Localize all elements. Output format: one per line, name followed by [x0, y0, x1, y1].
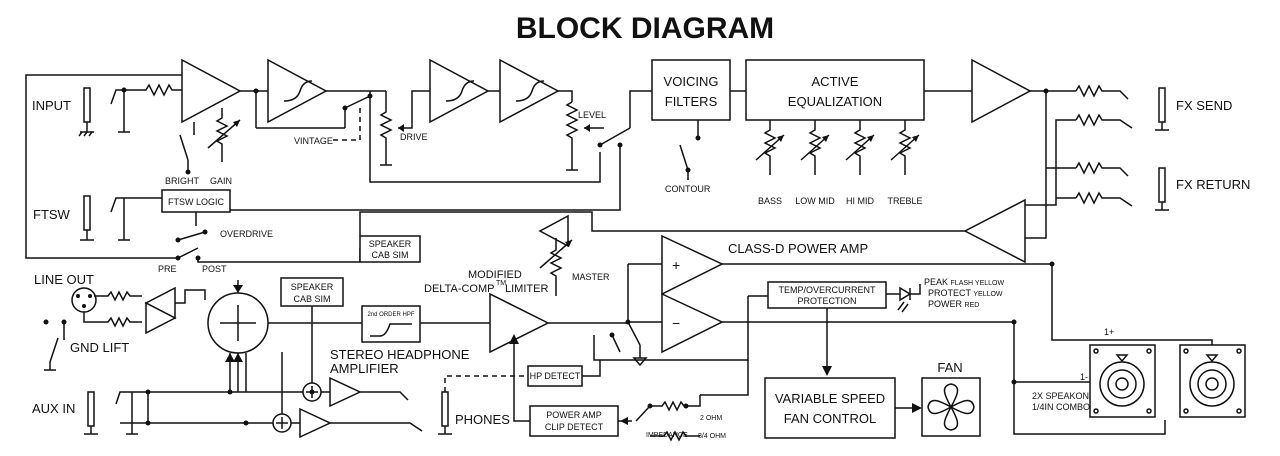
speaker-cab-sim-1-label-1: SPEAKER — [369, 239, 412, 249]
master-pot — [549, 238, 563, 296]
preamp-stage-1 — [181, 58, 242, 124]
active-eq-label-1: ACTIVE — [812, 74, 859, 89]
temp-protection-box — [767, 281, 887, 309]
level-label: LEVEL — [578, 110, 606, 120]
active-eq-label-2: EQUALIZATION — [788, 94, 882, 109]
overdrive-label: OVERDRIVE — [220, 229, 273, 239]
status-led — [899, 286, 912, 302]
master-buffer — [538, 214, 569, 248]
eq-pots — [755, 120, 920, 175]
hp-amp-left — [329, 376, 362, 408]
speakon-label-1: 2X SPEAKON — [1032, 391, 1089, 401]
speaker-cab-sim-2 — [280, 277, 344, 307]
protect-label: PROTECT YELLOW — [928, 288, 1003, 298]
fx-send-label: FX SEND — [1176, 98, 1232, 113]
tm-label: TM — [496, 280, 506, 287]
hpf-label: 2nd ORDER HPF — [367, 312, 414, 318]
power-label: POWER RED — [928, 299, 979, 309]
clip-detect-label-1: POWER AMP — [546, 410, 602, 420]
ftsw-logic-label: FTSW LOGIC — [168, 197, 225, 207]
delta-comp-limiter — [489, 292, 550, 354]
stereo-hp-label-1: STEREO HEADPHONE — [330, 347, 470, 362]
fx-return-label: FX RETURN — [1176, 177, 1250, 192]
input-jack — [78, 87, 94, 137]
class-d-amp-minus — [661, 292, 724, 354]
vintage-label: VINTAGE — [294, 136, 333, 146]
delta-comp-label: DELTA-COMP — [424, 283, 495, 295]
stereo-hp-label-2: AMPLIFIER — [330, 361, 399, 376]
limiter-label: LIMITER — [505, 283, 548, 295]
voicing-label-2: FILTERS — [665, 94, 718, 109]
line-out-driver-bottom — [145, 301, 177, 335]
speaker-cab-sim-2-label-1: SPEAKER — [291, 282, 334, 292]
speaker-cab-sim-2-label-2: CAB SIM — [293, 294, 330, 304]
amp-plus-sign: + — [672, 257, 680, 273]
input-resistor — [130, 83, 182, 97]
fan-label: FAN — [937, 360, 962, 375]
hi-mid-label: HI MID — [846, 196, 874, 206]
master-label: MASTER — [572, 272, 610, 282]
impedance-label: IMPEDANCE — [646, 432, 688, 439]
vsfc-label-1: VARIABLE SPEED — [775, 391, 885, 406]
treble-label: TREBLE — [887, 196, 922, 206]
ftsw-jack — [80, 195, 94, 241]
amp-minus-sign: − — [672, 315, 680, 331]
post-label: POST — [202, 264, 227, 274]
drive-label: DRIVE — [400, 132, 428, 142]
speakon-connector-2 — [1179, 344, 1246, 418]
bright-label: BRIGHT — [165, 176, 200, 186]
preamp-stage-4 — [499, 58, 560, 124]
clip-detect-label-2: CLIP DETECT — [545, 422, 604, 432]
diagram-title: BLOCK DIAGRAM — [516, 12, 774, 45]
low-mid-label: LOW MID — [795, 196, 835, 206]
contour-label: CONTOUR — [665, 184, 711, 194]
class-d-label: CLASS-D POWER AMP — [728, 241, 868, 256]
input-label: INPUT — [32, 98, 71, 113]
gain-pot — [215, 108, 229, 162]
preamp-stage-3 — [429, 58, 490, 124]
speaker-cab-sim-1 — [359, 235, 421, 263]
aux-in-label: AUX IN — [32, 401, 75, 416]
xlr-connector-icon — [71, 287, 97, 313]
speakon-connector-1 — [1089, 344, 1156, 418]
active-eq-box — [745, 59, 925, 121]
hp-detect-label: HP DETECT — [530, 371, 581, 381]
phones-jack — [438, 391, 452, 435]
voicing-filters-box — [651, 59, 731, 121]
fx-send-buffer — [971, 58, 1032, 124]
gnd-lift-label: GND LIFT — [70, 340, 129, 355]
peak-label: PEAK FLASH YELLOW — [924, 277, 1004, 287]
speakon-plus-label: 1+ — [1104, 327, 1114, 337]
speakon-label-2: 1/4IN COMBO — [1032, 402, 1090, 412]
modified-label: MODIFIED — [468, 269, 522, 281]
aux-in-jack — [84, 391, 98, 435]
vsfc-label-2: FAN CONTROL — [784, 411, 876, 426]
hp-amp-right — [299, 407, 332, 439]
fx-return-jack — [1155, 167, 1169, 211]
fx-send-jack — [1155, 87, 1169, 131]
line-out-label: LINE OUT — [34, 272, 94, 287]
pre-label: PRE — [158, 264, 177, 274]
gain-label: GAIN — [210, 176, 232, 186]
temp-label-1: TEMP/OVERCURRENT — [778, 285, 876, 295]
fx-return-buffer — [963, 198, 1026, 264]
class-d-amp-plus — [661, 234, 724, 296]
fan-icon — [921, 377, 981, 437]
bass-label: BASS — [758, 196, 782, 206]
drive-pot — [379, 91, 393, 156]
voicing-label-1: VOICING — [664, 74, 719, 89]
temp-label-2: PROTECTION — [797, 296, 856, 306]
fan-control-box — [764, 377, 896, 439]
eight-four-ohm-label: 8/4 OHM — [698, 433, 726, 440]
ftsw-label: FTSW — [33, 207, 71, 222]
phones-label: PHONES — [455, 412, 510, 427]
speaker-cab-sim-1-label-2: CAB SIM — [371, 250, 408, 260]
speakon-minus-label: 1- — [1080, 372, 1088, 382]
level-pot — [565, 101, 579, 170]
preamp-stage-2 — [267, 58, 328, 124]
two-ohm-label: 2 OHM — [700, 415, 722, 422]
